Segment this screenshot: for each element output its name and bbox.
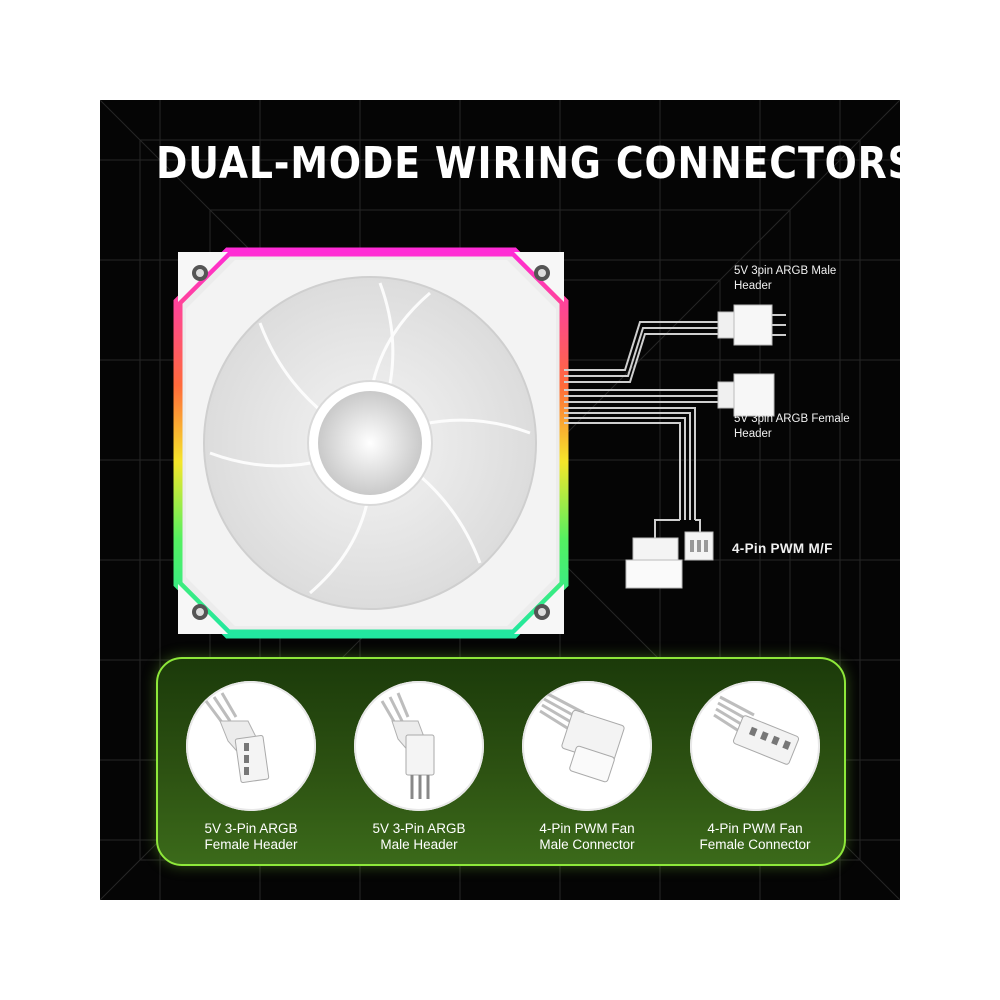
pwm-male-connector-image [522, 681, 652, 811]
argb-male-cable-connector [717, 304, 786, 346]
connector-argb-male: 5V 3-Pin ARGB Male Header [354, 681, 484, 853]
cable-bundle [564, 321, 720, 520]
argb-male-header-image [354, 681, 484, 811]
caption-line1: 4-Pin PWM Fan [539, 821, 635, 836]
argb-female-label-line1: 5V 3pin ARGB Female [734, 413, 850, 425]
pwm-label: 4-Pin PWM M/F [732, 541, 833, 556]
caption-line2: Male Connector [539, 837, 635, 852]
caption-line1: 5V 3-Pin ARGB [372, 821, 466, 836]
argb-female-caption: 5V 3-Pin ARGB Female Header [186, 821, 316, 853]
caption-line2: Female Header [204, 837, 298, 852]
caption-line2: Male Header [380, 837, 458, 852]
pwm-cable-connector [625, 519, 714, 589]
caption-line1: 5V 3-Pin ARGB [204, 821, 298, 836]
argb-male-label-line1: 5V 3pin ARGB Male [734, 265, 837, 277]
argb-female-cable-connector [717, 373, 775, 417]
argb-male-label-line2: Header [734, 280, 772, 292]
argb-female-label: 5V 3pin ARGB Female Header [734, 412, 850, 442]
argb-female-header-image [186, 681, 316, 811]
pwm-female-connector-image [690, 681, 820, 811]
caption-line2: Female Connector [699, 837, 811, 852]
product-panel: DUAL-MODE WIRING CONNECTORS 5V 3pin ARGB… [100, 100, 900, 900]
connector-pwm-female: 4-Pin PWM Fan Female Connector [690, 681, 820, 853]
argb-male-caption: 5V 3-Pin ARGB Male Header [354, 821, 484, 853]
page-title: DUAL-MODE WIRING CONNECTORS [156, 138, 900, 189]
connector-pwm-male: 4-Pin PWM Fan Male Connector [522, 681, 652, 853]
connector-argb-female: 5V 3-Pin ARGB Female Header [186, 681, 316, 853]
argb-male-label: 5V 3pin ARGB Male Header [734, 264, 836, 294]
fan-illustration [173, 247, 569, 639]
connector-showcase: 5V 3-Pin ARGB Female Header 5V 3-Pin [156, 657, 846, 866]
pwm-female-caption: 4-Pin PWM Fan Female Connector [690, 821, 820, 853]
argb-female-label-line2: Header [734, 428, 772, 440]
pwm-male-caption: 4-Pin PWM Fan Male Connector [522, 821, 652, 853]
caption-line1: 4-Pin PWM Fan [707, 821, 803, 836]
